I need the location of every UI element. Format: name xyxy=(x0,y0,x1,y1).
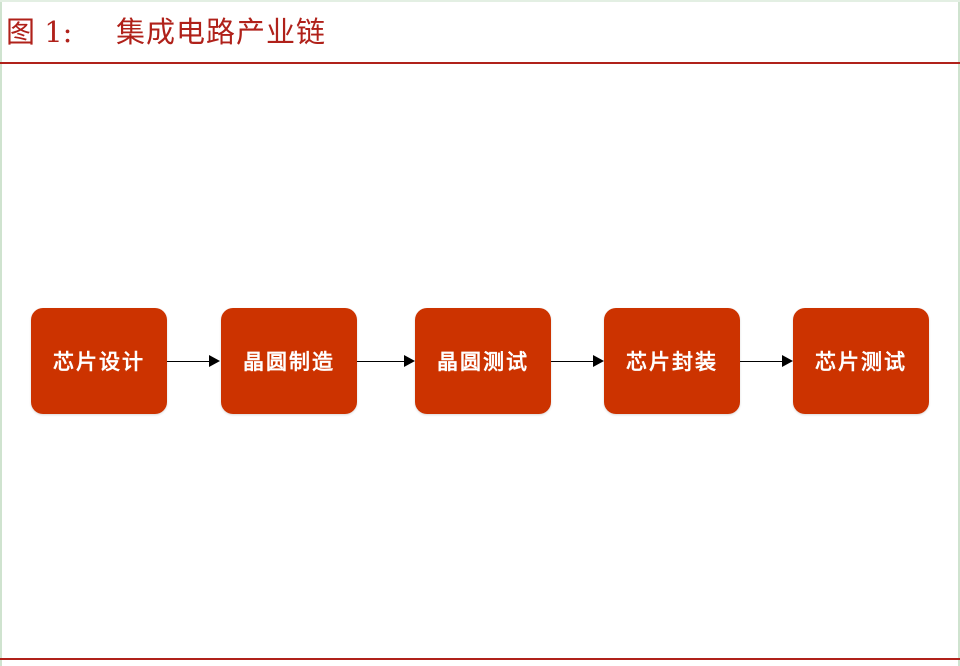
flow-arrow xyxy=(740,355,793,367)
figure-number: 图 1: xyxy=(6,15,73,49)
arrow-head-icon xyxy=(593,355,604,367)
figure-caption: 图 1: 集成电路产业链 xyxy=(0,8,960,56)
page-border-top xyxy=(0,0,960,2)
arrow-line xyxy=(357,360,405,362)
step-chip-testing: 芯片测试 xyxy=(793,308,929,414)
page-border-right xyxy=(958,0,960,666)
arrow-line xyxy=(551,360,594,362)
flow-arrow xyxy=(551,355,604,367)
step-label: 晶圆制造 xyxy=(243,350,335,374)
step-wafer-fabrication: 晶圆制造 xyxy=(221,308,357,414)
figure-title: 集成电路产业链 xyxy=(116,15,327,49)
flow-arrow xyxy=(167,355,220,367)
arrow-head-icon xyxy=(404,355,415,367)
page-border-left xyxy=(0,0,2,666)
step-label: 芯片封装 xyxy=(626,350,718,374)
flow-arrow xyxy=(357,355,415,367)
caption-divider xyxy=(0,62,960,64)
step-label: 晶圆测试 xyxy=(437,350,529,374)
step-chip-design: 芯片设计 xyxy=(31,308,167,414)
step-label: 芯片设计 xyxy=(53,350,145,374)
arrow-head-icon xyxy=(209,355,220,367)
footer-divider xyxy=(0,658,960,660)
arrow-head-icon xyxy=(782,355,793,367)
arrow-line xyxy=(740,360,783,362)
arrow-line xyxy=(167,360,210,362)
step-wafer-testing: 晶圆测试 xyxy=(415,308,551,414)
step-label: 芯片测试 xyxy=(815,350,907,374)
step-chip-packaging: 芯片封装 xyxy=(604,308,740,414)
